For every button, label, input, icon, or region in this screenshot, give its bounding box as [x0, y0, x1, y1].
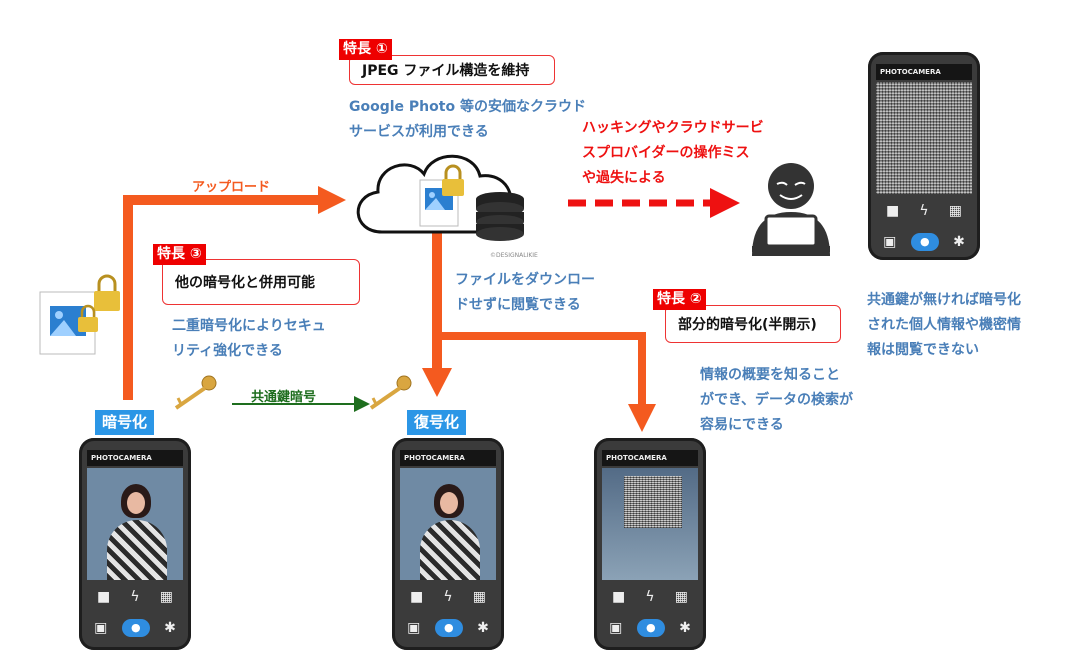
video-icon[interactable]: ■	[612, 589, 626, 605]
lock-icon	[442, 164, 464, 196]
watermark: ©DESIGNALIKIE	[490, 252, 538, 259]
settings-icon[interactable]: ✱	[477, 620, 489, 636]
phone-header: PHOTOCAMERA	[876, 64, 972, 80]
key-icon	[174, 375, 217, 410]
common-key-label: 共通鍵暗号	[251, 390, 317, 405]
no-key-note: 共通鍵が無ければ暗号化 された個人情報や機密情 報は閲覧できない	[867, 288, 1021, 363]
phone-hacked: PHOTOCAMERA ■ ϟ ▦ ▣ ● ✱	[868, 52, 980, 260]
phone-header: PHOTOCAMERA	[400, 450, 496, 466]
gallery-icon[interactable]: ▣	[94, 620, 108, 636]
feature-1-title: JPEG ファイル構造を維持	[362, 63, 530, 79]
camera-icon[interactable]: ●	[910, 233, 939, 251]
cloud-note-line-2: サービスが利用できる	[349, 124, 489, 140]
settings-icon[interactable]: ✱	[679, 620, 691, 636]
upload-arrow	[123, 186, 346, 400]
camera-icon[interactable]: ●	[434, 619, 463, 637]
feature-1-tag: 特長 ①	[339, 39, 392, 60]
flash-icon[interactable]: ϟ	[443, 589, 453, 605]
feature-1-box: JPEG ファイル構造を維持	[349, 55, 555, 85]
feature-3-box: 他の暗号化と併用可能	[162, 259, 360, 305]
double-encryption-note: 二重暗号化によりセキュ リティ強化できる	[172, 314, 326, 364]
grid-icon[interactable]: ▦	[948, 203, 962, 219]
phone-header: PHOTOCAMERA	[602, 450, 698, 466]
upload-label: アップロード	[192, 180, 271, 195]
no-key-note-line-1: 共通鍵が無ければ暗号化	[867, 292, 1021, 308]
no-key-note-line-3: 報は閲覧できない	[867, 342, 979, 358]
phone-encrypt-source: PHOTOCAMERA ■ ϟ ▦ ▣ ● ✱	[79, 438, 191, 650]
settings-icon[interactable]: ✱	[164, 620, 176, 636]
double-note-line-1: 二重暗号化によりセキュ	[172, 318, 326, 334]
photo-screen	[400, 468, 496, 580]
phone-dock: ▣ ● ✱	[876, 230, 972, 254]
encrypt-step-tag: 暗号化	[95, 410, 155, 435]
gallery-icon[interactable]: ▣	[883, 234, 897, 250]
grid-icon[interactable]: ▦	[674, 589, 688, 605]
decrypt-step-tag: 復号化	[407, 410, 467, 435]
grid-icon[interactable]: ▦	[159, 589, 173, 605]
encrypted-file-icon	[39, 274, 120, 355]
phone-partial: PHOTOCAMERA ■ ϟ ▦ ▣ ● ✱	[594, 438, 706, 650]
download-note: ファイルをダウンロー ドせずに閲覧できる	[455, 268, 595, 318]
phone-controls: ■ ϟ ▦	[876, 196, 972, 226]
feature-3-tag: 特長 ③	[153, 244, 206, 265]
download-note-line-1: ファイルをダウンロー	[455, 272, 595, 288]
noise-screen	[876, 82, 972, 194]
cloud-note: Google Photo 等の安価なクラウド サービスが利用できる	[349, 95, 586, 145]
phone-header: PHOTOCAMERA	[87, 450, 183, 466]
flash-icon[interactable]: ϟ	[645, 589, 655, 605]
gallery-icon[interactable]: ▣	[407, 620, 421, 636]
hacker-note-line-3: や過失による	[582, 170, 666, 186]
grid-icon[interactable]: ▦	[472, 589, 486, 605]
overview-note-line-2: ができ、データの検索が	[700, 392, 854, 408]
flash-icon[interactable]: ϟ	[919, 203, 929, 219]
phone-controls: ■ ϟ ▦	[602, 582, 698, 612]
hacker-note-line-2: スプロバイダーの操作ミス	[582, 145, 750, 161]
phone-dock: ▣ ● ✱	[87, 616, 183, 640]
download-arrow	[422, 228, 452, 397]
video-icon[interactable]: ■	[410, 589, 424, 605]
photo-screen	[87, 468, 183, 580]
download-note-line-2: ドせずに閲覧できる	[455, 297, 581, 313]
partial-view-arrow	[437, 332, 656, 432]
hacker-icon	[752, 163, 830, 256]
phone-controls: ■ ϟ ▦	[400, 582, 496, 612]
overview-note: 情報の概要を知ること ができ、データの検索が 容易にできる	[700, 363, 853, 438]
feature-2-title: 部分的暗号化(半開示)	[678, 317, 817, 333]
phone-dock: ▣ ● ✱	[400, 616, 496, 640]
database-icon	[476, 192, 524, 241]
hacker-arrow	[568, 188, 740, 218]
camera-icon[interactable]: ●	[121, 619, 150, 637]
double-note-line-2: リティ強化できる	[172, 343, 283, 359]
feature-2-tag: 特長 ②	[653, 289, 706, 310]
flash-icon[interactable]: ϟ	[130, 589, 140, 605]
partially-encrypted-screen	[602, 468, 698, 580]
phone-controls: ■ ϟ ▦	[87, 582, 183, 612]
video-icon[interactable]: ■	[97, 589, 111, 605]
key-icon	[369, 375, 412, 410]
hacker-note: ハッキングやクラウドサービ スプロバイダーの操作ミス や過失による	[582, 116, 764, 191]
no-key-note-line-2: された個人情報や機密情	[867, 317, 1021, 333]
phone-decrypted: PHOTOCAMERA ■ ϟ ▦ ▣ ● ✱	[392, 438, 504, 650]
hacker-note-line-1: ハッキングやクラウドサービ	[582, 120, 764, 136]
cloud-note-line-1: Google Photo 等の安価なクラウド	[349, 99, 586, 115]
gallery-icon[interactable]: ▣	[609, 620, 623, 636]
overview-note-line-1: 情報の概要を知ること	[700, 367, 840, 383]
overview-note-line-3: 容易にできる	[700, 417, 784, 433]
feature-2-box: 部分的暗号化(半開示)	[665, 305, 841, 343]
settings-icon[interactable]: ✱	[953, 234, 965, 250]
phone-dock: ▣ ● ✱	[602, 616, 698, 640]
camera-icon[interactable]: ●	[636, 619, 665, 637]
feature-3-title: 他の暗号化と併用可能	[175, 275, 315, 291]
video-icon[interactable]: ■	[886, 203, 900, 219]
